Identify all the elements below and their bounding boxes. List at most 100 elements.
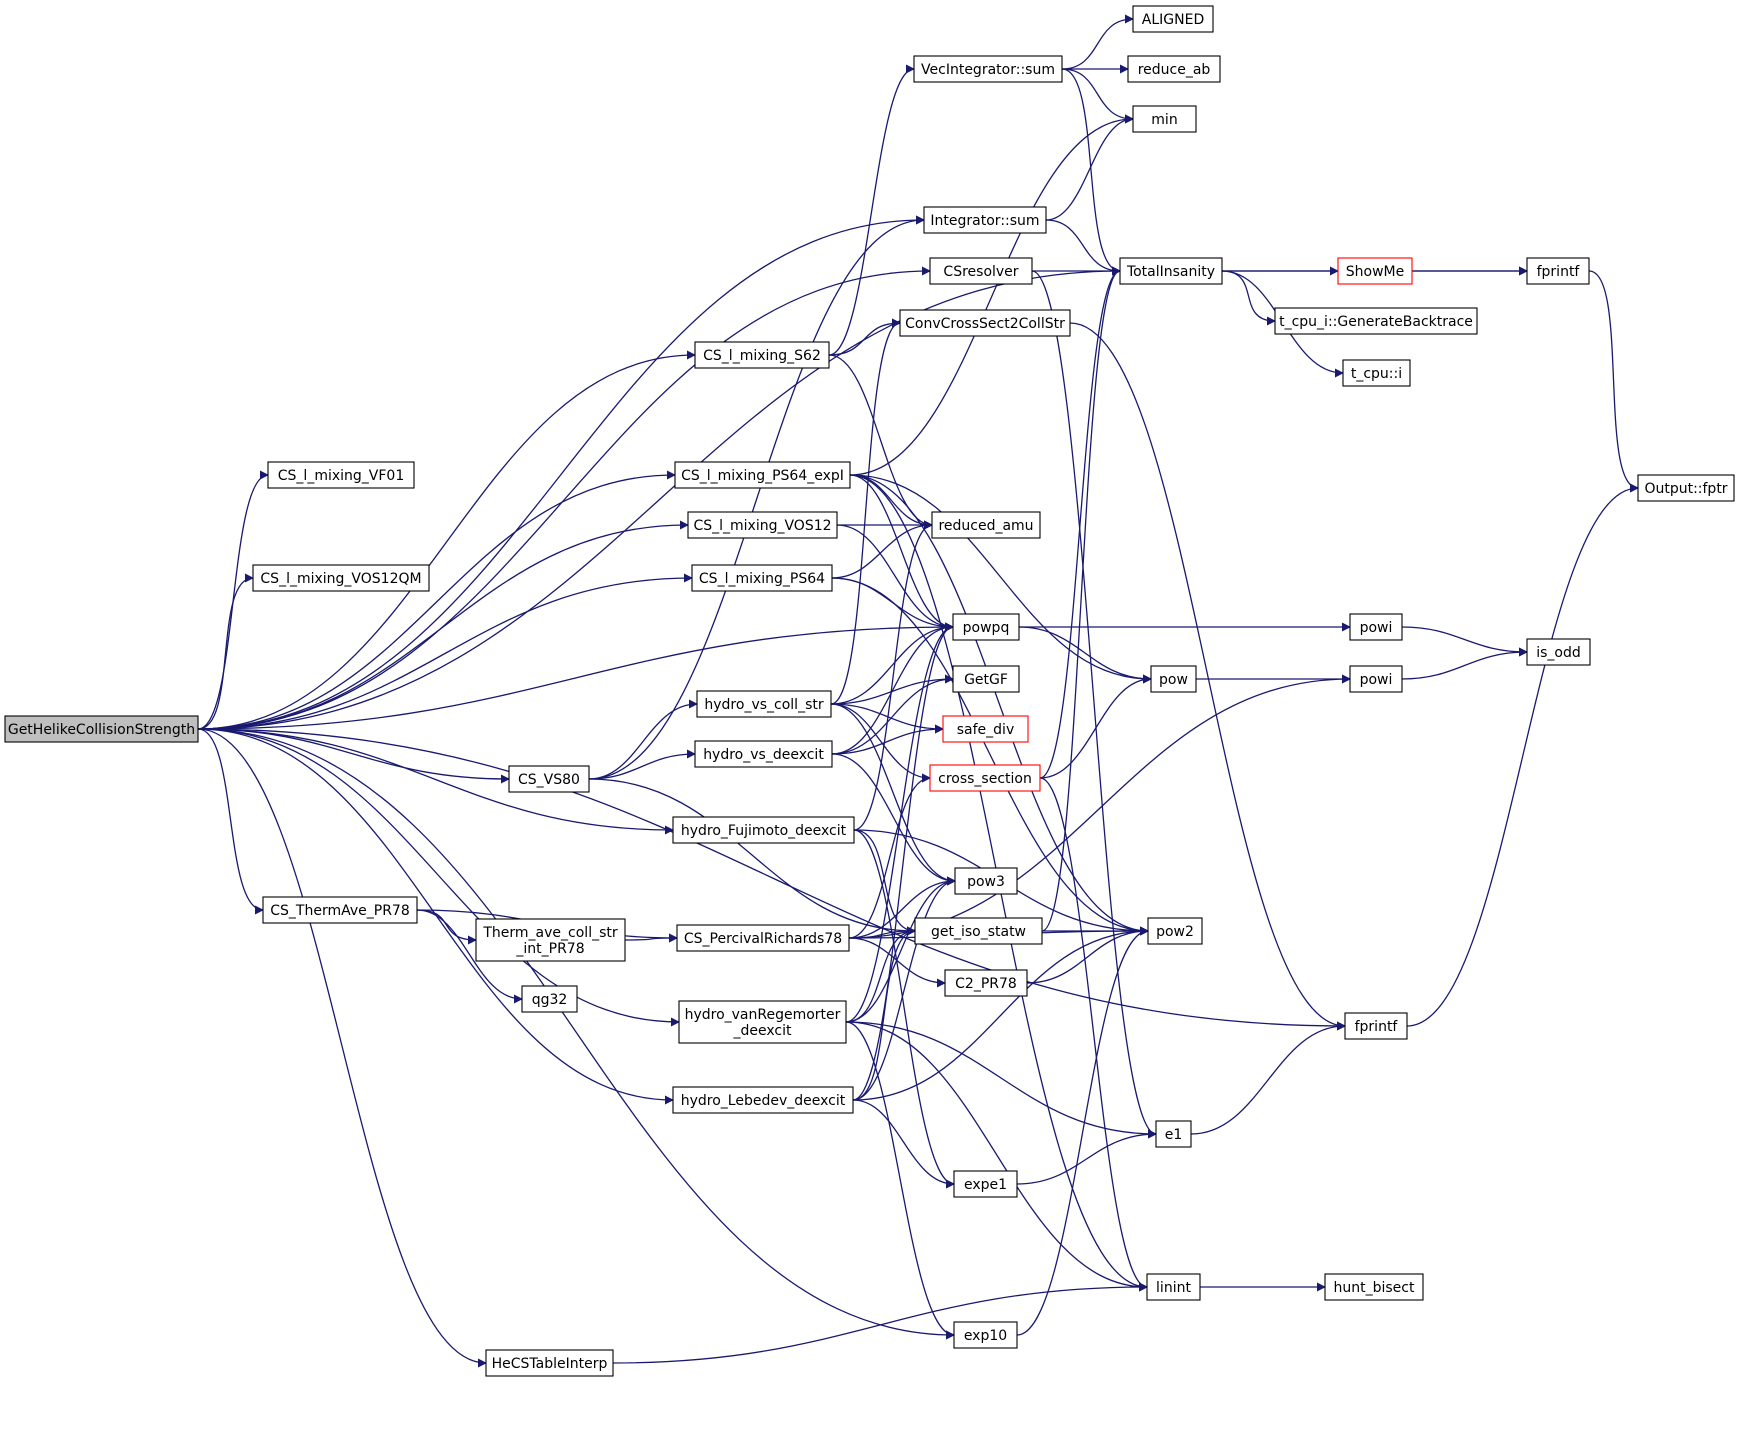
- edge-line: [831, 577, 1149, 936]
- edge-ps64expi-to-powpq: [849, 474, 954, 632]
- edge-line: [852, 622, 954, 1101]
- node-box: [899, 309, 1071, 337]
- edge-root-to-totalins: [197, 266, 1121, 730]
- node-fprintf1[interactable]: fprintf: [1526, 257, 1590, 285]
- node-box: [944, 969, 1028, 997]
- node-label: CS_l_mixing_VOS12QM: [260, 571, 421, 587]
- node-convcs[interactable]: ConvCrossSect2CollStr: [899, 309, 1071, 337]
- node-box: [1132, 105, 1197, 133]
- node-fujimoto[interactable]: hydro_Fujimoto_deexcit: [672, 816, 855, 844]
- node-pr78[interactable]: CS_PercivalRichards78: [676, 924, 850, 952]
- node-pow2[interactable]: pow2: [1147, 917, 1203, 945]
- node-label: C2_PR78: [955, 976, 1017, 992]
- edge-line: [830, 703, 931, 783]
- node-box: [954, 867, 1018, 895]
- edge-line: [830, 622, 954, 705]
- node-outfptr[interactable]: Output::fptr: [1637, 474, 1735, 502]
- node-totalins[interactable]: TotalInsanity: [1119, 257, 1223, 285]
- node-powpq[interactable]: powpq: [952, 613, 1020, 641]
- edge-expe1-to-e1: [1016, 1129, 1157, 1185]
- edge-line: [845, 622, 954, 1023]
- node-hvsdeex[interactable]: hydro_vs_deexcit: [694, 740, 833, 768]
- node-vecsum[interactable]: VecIntegrator::sum: [913, 55, 1063, 83]
- node-box: [1119, 257, 1223, 285]
- node-isodd[interactable]: is_odd: [1526, 638, 1591, 666]
- node-label: safe_div: [957, 722, 1014, 738]
- node-label: reduced_amu: [938, 518, 1033, 534]
- node-safediv[interactable]: safe_div: [942, 715, 1029, 743]
- edge-root-to-vanreg: [197, 728, 680, 1027]
- node-box: [1146, 1273, 1201, 1301]
- node-crosssec[interactable]: cross_section: [929, 764, 1041, 792]
- node-label: CS_l_mixing_PS64_expI: [681, 468, 844, 484]
- node-powi2[interactable]: powi: [1349, 665, 1403, 693]
- node-reduceab[interactable]: reduce_ab: [1127, 55, 1221, 83]
- node-hvscoll[interactable]: hydro_vs_coll_str: [696, 690, 832, 718]
- node-thermint[interactable]: Therm_ave_coll_str_int_PR78: [475, 918, 626, 962]
- node-ps64[interactable]: CS_l_mixing_PS64: [691, 564, 833, 592]
- node-root[interactable]: GetHelikeCollisionStrength: [4, 715, 199, 743]
- edge-line: [830, 703, 944, 734]
- node-box: [262, 896, 418, 924]
- node-showme[interactable]: ShowMe: [1337, 257, 1413, 285]
- node-csresolver[interactable]: CSresolver: [929, 257, 1033, 285]
- node-qg32[interactable]: qg32: [521, 985, 578, 1013]
- node-aligned[interactable]: ALIGNED: [1132, 5, 1214, 33]
- node-linint[interactable]: linint: [1146, 1273, 1201, 1301]
- node-box: [914, 917, 1043, 945]
- node-exp10[interactable]: exp10: [953, 1321, 1018, 1349]
- edge-vs80-to-hvscoll: [588, 699, 698, 780]
- node-tcpui[interactable]: t_cpu::i: [1342, 359, 1411, 387]
- edge-line: [1045, 219, 1121, 276]
- node-pow[interactable]: pow: [1150, 665, 1197, 693]
- node-e1[interactable]: e1: [1155, 1120, 1192, 1148]
- node-label: hydro_Lebedev_deexcit: [681, 1093, 846, 1109]
- node-powi1[interactable]: powi: [1349, 613, 1403, 641]
- node-min[interactable]: min: [1132, 105, 1197, 133]
- node-fprintf2[interactable]: fprintf: [1344, 1012, 1408, 1040]
- edge-line: [831, 674, 954, 755]
- node-c2pr78[interactable]: C2_PR78: [944, 969, 1028, 997]
- node-label: Integrator::sum: [930, 213, 1039, 229]
- node-getgf[interactable]: GetGF: [952, 665, 1020, 693]
- node-vos12qm[interactable]: CS_l_mixing_VOS12QM: [252, 564, 430, 592]
- node-intsum[interactable]: Integrator::sum: [923, 206, 1047, 234]
- edge-line: [852, 926, 1149, 1101]
- edge-vs80-to-intsum: [588, 215, 925, 780]
- node-label: ALIGNED: [1142, 12, 1204, 28]
- edge-line: [197, 728, 674, 835]
- node-label: CS_VS80: [518, 772, 580, 788]
- node-getiso[interactable]: get_iso_statw: [914, 917, 1043, 945]
- edge-line: [853, 829, 916, 936]
- edge-root-to-fprintf2: [197, 728, 1346, 1031]
- edge-crosssec-to-pow: [1039, 674, 1152, 779]
- node-expe1[interactable]: expe1: [953, 1170, 1018, 1198]
- edge-line: [197, 215, 925, 730]
- node-pow3[interactable]: pow3: [954, 867, 1018, 895]
- node-label: CS_ThermAve_PR78: [270, 903, 410, 919]
- node-vanreg[interactable]: hydro_vanRegemorter_deexcit: [678, 1000, 847, 1044]
- node-box: [694, 341, 830, 369]
- edge-vanreg-to-e1: [845, 1021, 1157, 1139]
- node-label: qg32: [532, 992, 568, 1008]
- node-genbt[interactable]: t_cpu_i::GenerateBacktrace: [1274, 307, 1478, 335]
- edge-line: [197, 573, 254, 730]
- node-vos12[interactable]: CS_l_mixing_VOS12: [687, 511, 838, 539]
- node-vf01[interactable]: CS_l_mixing_VF01: [267, 461, 415, 489]
- node-ps64expi[interactable]: CS_l_mixing_PS64_expI: [674, 461, 851, 489]
- node-box: [672, 816, 855, 844]
- node-huntbisect[interactable]: hunt_bisect: [1324, 1273, 1424, 1301]
- node-vs80[interactable]: CS_VS80: [508, 765, 590, 793]
- node-box: [252, 564, 430, 592]
- node-lebedev[interactable]: hydro_Lebedev_deexcit: [672, 1086, 854, 1114]
- node-label: powi: [1360, 620, 1393, 636]
- edge-line: [197, 728, 487, 1368]
- edge-hecstable-to-linint: [612, 1282, 1148, 1364]
- node-hecstable[interactable]: HeCSTableInterp: [485, 1349, 614, 1377]
- node-s62[interactable]: CS_l_mixing_S62: [694, 341, 830, 369]
- edge-line: [1069, 322, 1346, 1031]
- node-reducedamu[interactable]: reduced_amu: [931, 511, 1041, 539]
- edge-root-to-csresolver: [197, 266, 931, 730]
- node-label: exp10: [964, 1328, 1007, 1344]
- node-thermave[interactable]: CS_ThermAve_PR78: [262, 896, 418, 924]
